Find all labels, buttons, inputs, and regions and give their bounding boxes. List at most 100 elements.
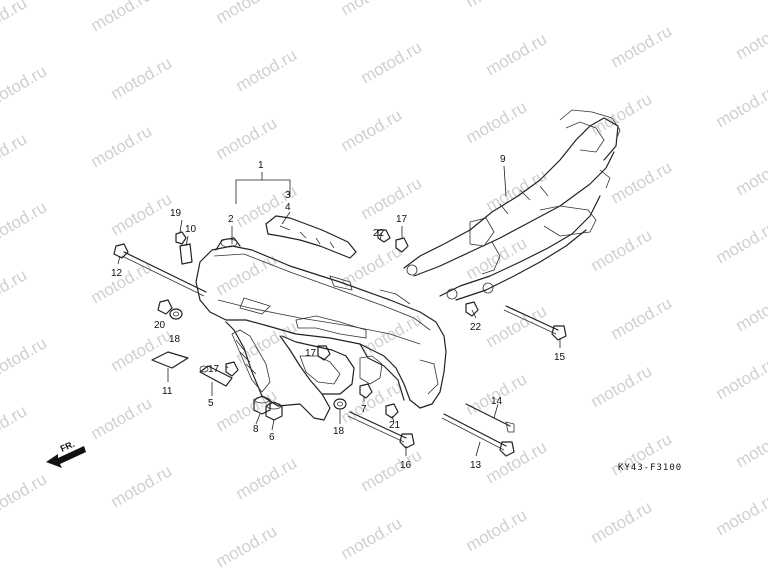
watermark-text-24: motod.ru	[358, 173, 426, 223]
watermark-text-11: motod.ru	[483, 29, 551, 79]
watermark-text-13: motod.ru	[733, 13, 768, 63]
bolt-12	[113, 243, 207, 297]
watermark-text-55: motod.ru	[733, 421, 768, 471]
watermark-text-59: motod.ru	[588, 497, 656, 547]
callout-15: 15	[554, 352, 566, 363]
watermark-text-16: motod.ru	[213, 113, 281, 163]
watermark-text-31: motod.ru	[338, 241, 406, 291]
bolt-13	[441, 413, 515, 457]
watermark-text-26: motod.ru	[608, 157, 676, 207]
bolt-22	[377, 229, 391, 243]
watermark-text-2: motod.ru	[213, 0, 281, 27]
bolt-22b	[465, 301, 479, 317]
watermark-text-10: motod.ru	[358, 37, 426, 87]
front-arrow: FR.	[46, 439, 86, 468]
nut-20	[157, 299, 173, 315]
callout-4: 4	[285, 202, 291, 213]
watermark-text-18: motod.ru	[463, 97, 531, 147]
callout-20: 20	[154, 320, 166, 331]
callout-18: 18	[169, 334, 181, 345]
callout-11: 11	[162, 386, 173, 397]
watermark-text-12: motod.ru	[608, 21, 676, 71]
watermark-text-47: motod.ru	[588, 361, 656, 411]
watermark-text-4: motod.ru	[463, 0, 531, 11]
watermark-text-29: motod.ru	[88, 257, 156, 307]
washer-18	[169, 308, 183, 320]
bolt-14	[465, 403, 515, 433]
watermark-text-14: motod.ru	[0, 129, 30, 179]
callout-18b: 18	[333, 426, 345, 437]
callout-2: 2	[228, 214, 234, 225]
watermark-text-43: motod.ru	[88, 393, 156, 443]
watermark-text-15: motod.ru	[88, 121, 156, 171]
watermark-text-27: motod.ru	[733, 149, 768, 199]
watermark-text-19: motod.ru	[588, 89, 656, 139]
bracket-10	[179, 243, 193, 265]
watermark-text-40: motod.ru	[608, 293, 676, 343]
watermark-text-7: motod.ru	[0, 61, 50, 111]
callout-6: 6	[269, 432, 275, 443]
callout-16: 16	[400, 460, 412, 471]
watermark-text-56: motod.ru	[213, 521, 281, 571]
watermark-text-34: motod.ru	[713, 217, 768, 267]
watermark-text-50: motod.ru	[108, 461, 176, 511]
watermark-text-0: motod.ru	[0, 0, 30, 43]
callout-13: 13	[470, 460, 482, 471]
callout-12: 12	[111, 268, 123, 279]
bolt-19	[175, 231, 187, 245]
callout-17: 17	[396, 214, 408, 225]
watermark-text-51: motod.ru	[233, 453, 301, 503]
watermark-text-53: motod.ru	[483, 437, 551, 487]
nut-21	[385, 403, 399, 419]
watermark-text-1: motod.ru	[88, 0, 156, 35]
bracket-part-4	[265, 215, 357, 259]
callout-9: 9	[500, 154, 506, 165]
callouts: 1 2 3 4 5 6 7 8 9 10 11 12 13 14 15 16 1…	[111, 154, 566, 471]
collar-7	[359, 383, 373, 399]
callout-19: 19	[170, 208, 182, 219]
watermark-text-8: motod.ru	[108, 53, 176, 103]
watermark-text-21: motod.ru	[0, 197, 50, 247]
rubber-6	[265, 401, 283, 421]
watermark-text-35: motod.ru	[0, 333, 50, 383]
watermark-text-49: motod.ru	[0, 469, 50, 519]
watermark-text-58: motod.ru	[463, 505, 531, 555]
nut-17c	[225, 361, 239, 377]
callout-17c: 17	[208, 364, 220, 375]
watermark-text-57: motod.ru	[338, 513, 406, 563]
bolt-16	[347, 411, 415, 449]
callout-22b: 22	[470, 322, 482, 333]
callout-3: 3	[285, 190, 291, 201]
watermark-text-36: motod.ru	[108, 325, 176, 375]
nut-17b	[317, 345, 331, 361]
rubber-8	[253, 395, 271, 415]
callout-21: 21	[389, 420, 401, 431]
callout-14: 14	[491, 396, 503, 407]
bolt-15	[503, 305, 567, 341]
pipe-5	[199, 365, 233, 387]
diagram-code: KY43-F3100	[618, 463, 682, 473]
watermark-text-60: motod.ru	[713, 489, 768, 539]
washer-18b	[333, 398, 347, 410]
callout-22: 22	[373, 228, 385, 239]
watermark-text-46: motod.ru	[463, 369, 531, 419]
watermark-text-48: motod.ru	[713, 353, 768, 403]
watermark-text-41: motod.ru	[733, 285, 768, 335]
main-frame-body	[195, 237, 447, 409]
callout-8: 8	[253, 424, 259, 435]
leader-lines	[117, 165, 561, 457]
watermark-text-28: motod.ru	[0, 265, 30, 315]
watermark-text-33: motod.ru	[588, 225, 656, 275]
watermark-text-52: motod.ru	[358, 445, 426, 495]
rear-subframe	[403, 109, 621, 301]
callout-17b: 17	[305, 348, 317, 359]
callout-1: 1	[258, 160, 264, 171]
watermark-text-17: motod.ru	[338, 105, 406, 155]
lower-cradle	[225, 321, 383, 421]
plate-11	[151, 351, 189, 369]
watermark-text-20: motod.ru	[713, 81, 768, 131]
watermark-text-42: motod.ru	[0, 401, 30, 451]
callout-5: 5	[208, 398, 214, 409]
